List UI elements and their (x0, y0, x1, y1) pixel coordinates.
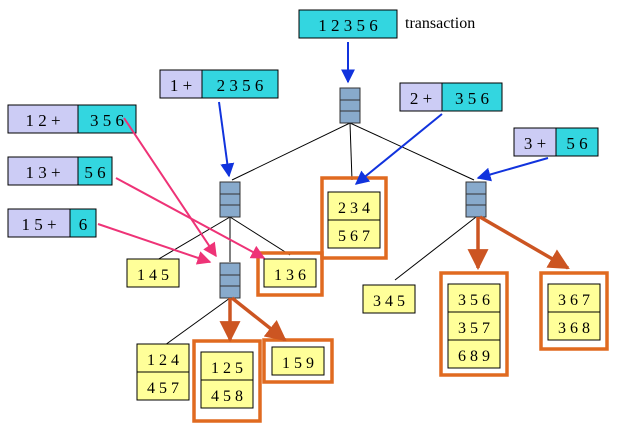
leaf-row: 3 5 7 (458, 320, 490, 337)
leaf-row: 1 3 6 (274, 267, 306, 284)
internal-node-3 (465, 181, 487, 218)
prefix-box-12: 1 2 + 3 5 6 (7, 104, 137, 134)
leaf-row: 3 6 8 (558, 320, 590, 337)
prefix-label: 1 + (170, 76, 192, 95)
prefix-rest: 3 5 6 (90, 111, 124, 130)
leaf-234: 2 3 4 5 6 7 (320, 176, 388, 260)
prefix-rest: 6 (79, 215, 88, 234)
tree-edges (156, 122, 477, 346)
leaf-356: 3 5 6 3 5 7 6 8 9 (439, 271, 509, 377)
transaction-items: 1 2 3 5 6 (318, 16, 378, 35)
leaf-row: 3 4 5 (373, 293, 405, 310)
leaf-124: 1 2 4 4 5 7 (136, 343, 190, 401)
prefix-box-3: 3 + 5 6 (513, 127, 599, 157)
leaf-367: 3 6 7 3 6 8 (539, 271, 609, 351)
leaf-row: 1 4 5 (137, 267, 169, 284)
leaf-row: 1 2 5 (211, 360, 243, 377)
leaf-125: 1 2 5 4 5 8 (192, 339, 262, 423)
internal-node-1 (219, 181, 241, 218)
leaf-row: 6 8 9 (458, 348, 490, 365)
pink-arrows (97, 117, 266, 265)
leaf-row: 2 3 4 (338, 200, 370, 217)
prefix-label: 3 + (524, 134, 546, 153)
prefix-rest: 2 3 5 6 (217, 76, 264, 95)
prefix-box-1: 1 + 2 3 5 6 (159, 69, 279, 99)
prefix-label: 2 + (410, 89, 432, 108)
transaction-label: transaction (405, 15, 475, 32)
prefix-rest: 5 6 (566, 134, 587, 153)
leaf-row: 1 5 9 (282, 355, 314, 372)
prefix-box-13: 1 3 + 5 6 (7, 156, 113, 186)
prefix-label: 1 5 + (21, 215, 56, 234)
leaf-row: 5 6 7 (338, 228, 370, 245)
leaf-row: 4 5 8 (211, 388, 243, 405)
leaf-159: 1 5 9 (262, 338, 334, 384)
transaction-box: 1 2 3 5 6 (298, 9, 398, 39)
orange-arrows (219, 215, 570, 343)
leaf-145: 1 4 5 (126, 258, 180, 288)
prefix-label: 1 2 + (25, 111, 60, 130)
leaf-136: 1 3 6 (256, 251, 324, 297)
root-node (339, 87, 361, 124)
internal-node-1x (219, 262, 241, 299)
prefix-rest: 3 5 6 (455, 89, 489, 108)
leaf-345: 3 4 5 (362, 284, 416, 314)
prefix-box-2: 2 + 3 5 6 (399, 82, 503, 112)
blue-arrows (218, 42, 549, 185)
prefix-box-15: 1 5 + 6 (7, 208, 97, 238)
leaf-row: 3 5 6 (458, 292, 490, 309)
leaf-row: 1 2 4 (147, 352, 179, 369)
prefix-rest: 5 6 (84, 163, 105, 182)
leaf-row: 3 6 7 (558, 292, 590, 309)
prefix-label: 1 3 + (25, 163, 60, 182)
leaf-row: 4 5 7 (147, 380, 179, 397)
